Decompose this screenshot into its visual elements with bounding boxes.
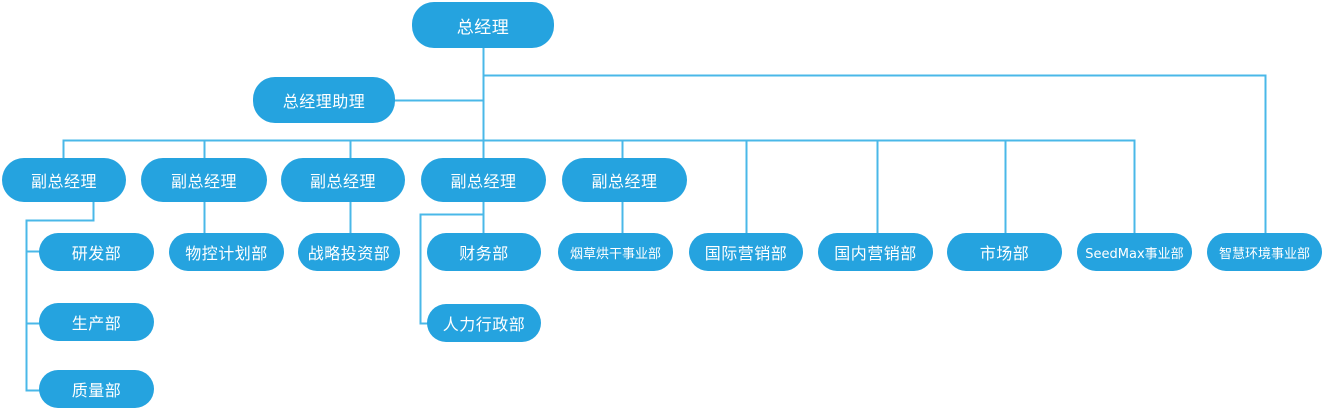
node-dept-material-planning: 物控计划部 [169,233,284,271]
node-dept-international-marketing: 国际营销部 [689,233,803,271]
node-gm-assistant: 总经理助理 [253,77,395,123]
node-dept-production: 生产部 [39,303,154,341]
node-dept-smart-environment: 智慧环境事业部 [1207,233,1322,271]
node-general-manager: 总经理 [412,2,554,48]
node-deputy-5: 副总经理 [562,158,687,202]
node-deputy-2: 副总经理 [141,158,267,202]
node-dept-tobacco-drying: 烟草烘干事业部 [558,233,673,271]
node-dept-domestic-marketing: 国内营销部 [818,233,933,271]
node-dept-market: 市场部 [947,233,1062,271]
node-dept-strategic-investment: 战略投资部 [298,233,400,271]
node-dept-hr-admin: 人力行政部 [427,304,541,342]
node-dept-quality: 质量部 [39,370,154,408]
node-deputy-4: 副总经理 [421,158,546,202]
node-dept-seedmax: SeedMax事业部 [1077,233,1192,271]
node-dept-rd: 研发部 [39,233,154,271]
node-dept-finance: 财务部 [427,233,541,271]
node-deputy-3: 副总经理 [281,158,405,202]
node-deputy-1: 副总经理 [2,158,126,202]
